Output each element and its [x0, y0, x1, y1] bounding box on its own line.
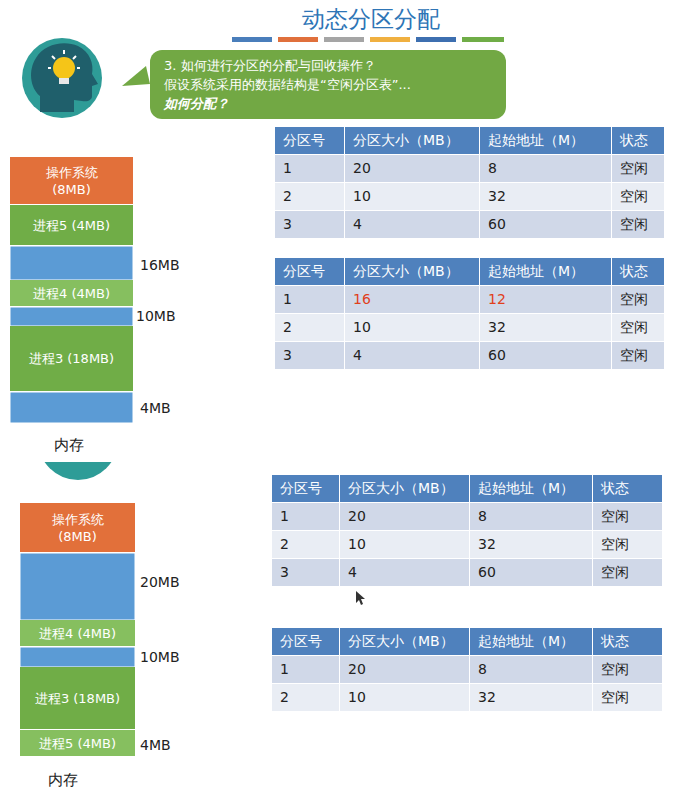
block-label: 操作系统 (8MB)	[36, 164, 108, 198]
table-cell: 4	[345, 342, 480, 370]
table-cell: 10	[340, 531, 470, 559]
table-cell: 空闲	[612, 314, 665, 342]
table-cell: 3	[275, 211, 345, 239]
table-cell: 32	[480, 314, 612, 342]
block-label: 进程5 (4MB)	[39, 735, 116, 752]
table-cell: 20	[345, 155, 480, 183]
icon-fragment	[38, 462, 118, 480]
table-cell: 60	[480, 342, 612, 370]
table-header: 分区号	[272, 475, 340, 503]
bubble-text: 假设系统采用的数据结构是“空闲分区表”...	[164, 75, 492, 94]
table-header: 起始地址（M）	[470, 475, 593, 503]
table-cell: 20	[340, 503, 470, 531]
table-cell: 空闲	[593, 559, 663, 587]
table-cell: 32	[480, 183, 612, 211]
table-header: 起始地址（M）	[480, 258, 612, 286]
block-label: 操作系统 (8MB)	[42, 511, 114, 545]
table-cell: 2	[272, 684, 340, 712]
table-cell: 2	[275, 314, 345, 342]
table-header: 分区号	[272, 628, 340, 656]
process-block: 进程4 (4MB)	[10, 280, 133, 307]
table-cell: 空闲	[612, 342, 665, 370]
table-header: 分区号	[275, 258, 345, 286]
block-label: 进程4 (4MB)	[33, 285, 110, 302]
table-header: 状态	[593, 475, 663, 503]
table-header: 状态	[612, 127, 665, 155]
cursor	[356, 591, 365, 605]
table-cell: 4	[340, 559, 470, 587]
table-cell: 10	[345, 183, 480, 211]
block-label: 进程4 (4MB)	[39, 625, 116, 642]
bubble-pointer	[122, 66, 150, 86]
size-label: 4MB	[140, 400, 171, 416]
table-header: 状态	[593, 628, 663, 656]
table-cell: 10	[340, 684, 470, 712]
question-text: 3. 如何进行分区的分配与回收操作？	[164, 56, 492, 75]
memory-caption: 内存	[48, 771, 78, 790]
size-label: 20MB	[140, 574, 180, 590]
table-cell: 2	[272, 531, 340, 559]
table-header: 起始地址（M）	[470, 628, 593, 656]
table-cell: 8	[470, 656, 593, 684]
table-cell: 20	[340, 656, 470, 684]
os-block: 操作系统 (8MB)	[10, 157, 133, 205]
block-label: 进程5 (4MB)	[33, 217, 110, 234]
block-label: 进程3 (18MB)	[35, 690, 120, 707]
bubble-text: 如何分配？	[164, 94, 492, 113]
table-header: 分区大小（MB）	[340, 475, 470, 503]
table-cell: 60	[480, 211, 612, 239]
table-cell: 空闲	[593, 656, 663, 684]
process-block: 进程5 (4MB)	[10, 205, 133, 246]
page-title: 动态分区分配	[0, 4, 687, 35]
size-label: 10MB	[140, 649, 180, 665]
head-icon	[22, 38, 102, 118]
table-header: 分区号	[275, 127, 345, 155]
process-block: 进程4 (4MB)	[20, 620, 135, 647]
speech-bubble: 3. 如何进行分区的分配与回收操作？假设系统采用的数据结构是“空闲分区表”...…	[150, 50, 506, 119]
table-cell: 8	[480, 155, 612, 183]
size-label: 4MB	[140, 737, 171, 753]
table-header: 分区大小（MB）	[345, 258, 480, 286]
table-cell: 16	[345, 286, 480, 314]
table-cell: 1	[275, 155, 345, 183]
process-block: 进程3 (18MB)	[20, 667, 135, 730]
table-header: 状态	[612, 258, 665, 286]
process-block: 进程5 (4MB)	[20, 730, 135, 757]
table-cell: 空闲	[612, 286, 665, 314]
table-cell: 3	[272, 559, 340, 587]
os-block: 操作系统 (8MB)	[20, 503, 135, 553]
table-header: 分区大小（MB）	[340, 628, 470, 656]
table-cell: 10	[345, 314, 480, 342]
table-cell: 空闲	[612, 155, 665, 183]
table-cell: 4	[345, 211, 480, 239]
table-cell: 2	[275, 183, 345, 211]
table-cell: 空闲	[593, 684, 663, 712]
table-cell: 空闲	[612, 183, 665, 211]
table-cell: 60	[470, 559, 593, 587]
table-cell: 1	[275, 286, 345, 314]
title-bar	[232, 37, 504, 42]
table-cell: 32	[470, 531, 593, 559]
table-header: 起始地址（M）	[480, 127, 612, 155]
table-header: 分区大小（MB）	[345, 127, 480, 155]
block-label: 进程3 (18MB)	[29, 350, 114, 367]
table-cell: 空闲	[612, 211, 665, 239]
table-cell: 3	[275, 342, 345, 370]
table-cell: 1	[272, 503, 340, 531]
table-cell: 空闲	[593, 503, 663, 531]
process-block: 进程3 (18MB)	[10, 326, 133, 392]
memory-caption: 内存	[54, 436, 84, 455]
table-cell: 12	[480, 286, 612, 314]
table-cell: 32	[470, 684, 593, 712]
size-label: 16MB	[140, 257, 180, 273]
free-block	[10, 246, 135, 667]
size-label: 10MB	[136, 308, 176, 324]
table-cell: 8	[470, 503, 593, 531]
table-cell: 空闲	[593, 531, 663, 559]
table-cell: 1	[272, 656, 340, 684]
